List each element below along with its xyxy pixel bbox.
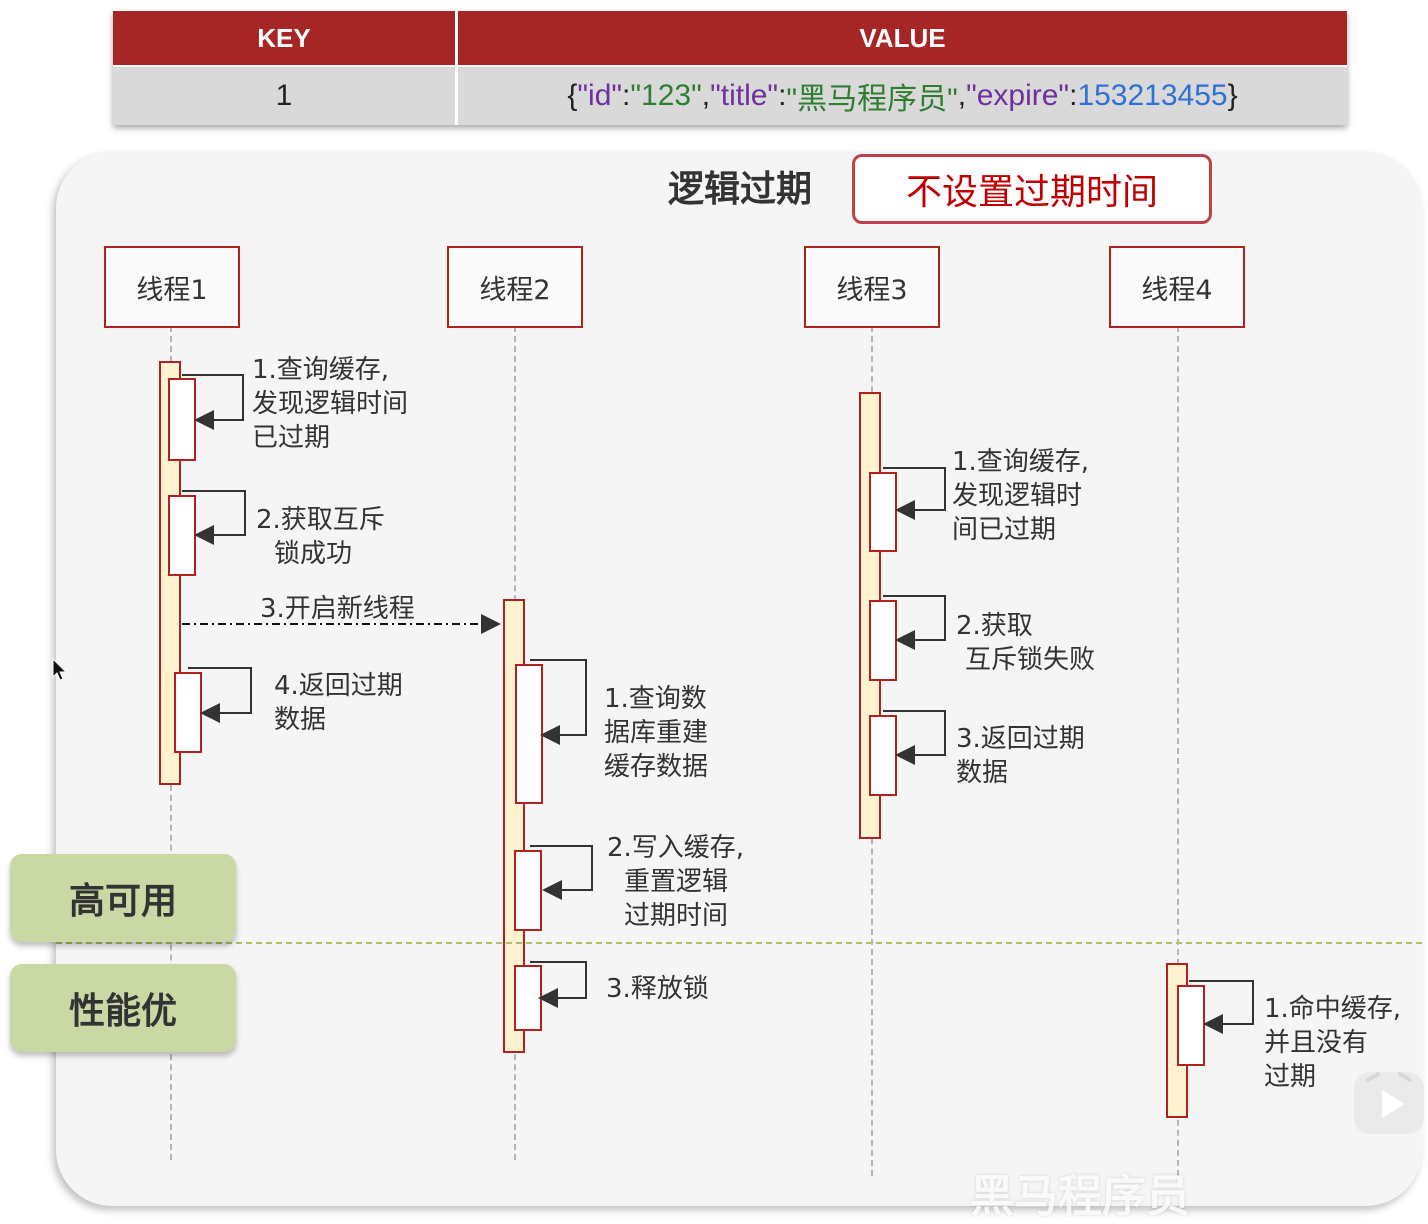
self-call-arrow [1189,980,1254,1034]
thread3-step1-label: 1.查询缓存,发现逻辑时间已过期 [952,447,1090,545]
thread1-step1-label: 1.查询缓存,发现逻辑时间已过期 [252,355,409,453]
thread1-step3-label: 3.开启新线程 [260,594,415,624]
thread3-step2-label: 2.获取互斥锁失败 [956,611,1096,675]
mouse-cursor-icon [52,658,68,681]
json-colon: : [778,79,787,112]
self-call-arrow [182,374,244,430]
json-comma: , [701,79,711,112]
thread3-step3-label: 3.返回过期数据 [956,724,1085,788]
thread2-step2-label: 2.写入缓存,重置逻辑过期时间 [607,833,745,931]
json-colon: : [1069,79,1078,112]
tag-high-availability: 高可用 [10,854,236,942]
play-button-icon[interactable] [1354,1072,1424,1134]
json-colon: : [622,79,631,112]
json-value-title: "黑马程序员" [786,83,958,116]
json-key-title: "title" [710,79,779,112]
thread4-step1-label: 1.命中缓存,并且没有过期 [1264,994,1402,1092]
self-call-bar [514,850,542,931]
json-key-id: "id" [577,79,623,112]
thread-box-3: 线程3 [804,246,940,328]
self-call-arrow [182,490,246,545]
self-call-arrow [188,667,252,723]
thread-box-1: 线程1 [104,246,240,328]
thread-box-4: 线程4 [1109,246,1245,328]
json-brace-close: } [1227,79,1238,112]
self-call-bar [869,715,897,796]
diagram-title: 逻辑过期 [668,169,813,210]
thread2-step3-label: 3.释放锁 [606,974,709,1004]
tag-performance: 性能优 [10,964,236,1052]
self-call-arrow [530,845,593,900]
tradeoff-divider [56,942,1422,944]
thread-box-2: 线程2 [447,246,583,328]
json-comma: , [957,79,967,112]
lifeline-thread4 [1177,326,1179,1176]
json-value-id: "123" [630,79,702,112]
self-call-arrow [530,961,587,1008]
thread1-step4-label: 4.返回过期数据 [274,671,403,735]
key-cell: 1 [113,67,455,125]
key-header: KEY [113,11,455,65]
self-call-arrow [530,659,587,745]
self-call-arrow [883,595,946,650]
note-box: 不设置过期时间 [852,154,1212,224]
json-value-expire: 153213455 [1077,79,1228,112]
json-brace-open: { [567,79,578,112]
self-call-arrow [883,710,946,765]
json-key-expire: "expire" [966,79,1070,112]
key-value-table: KEY VALUE 1 {"id":"123","title":"黑马程序员",… [113,11,1347,125]
self-call-bar [168,495,196,576]
watermark: 黑马程序员 [970,1171,1190,1222]
value-cell: {"id":"123","title":"黑马程序员","expire":153… [458,67,1347,125]
thread2-step1-label: 1.查询数据库重建缓存数据 [604,684,709,782]
self-call-arrow [883,467,946,520]
self-call-bar [168,378,196,461]
value-header: VALUE [458,11,1347,65]
thread1-step2-label: 2.获取互斥锁成功 [256,505,385,569]
